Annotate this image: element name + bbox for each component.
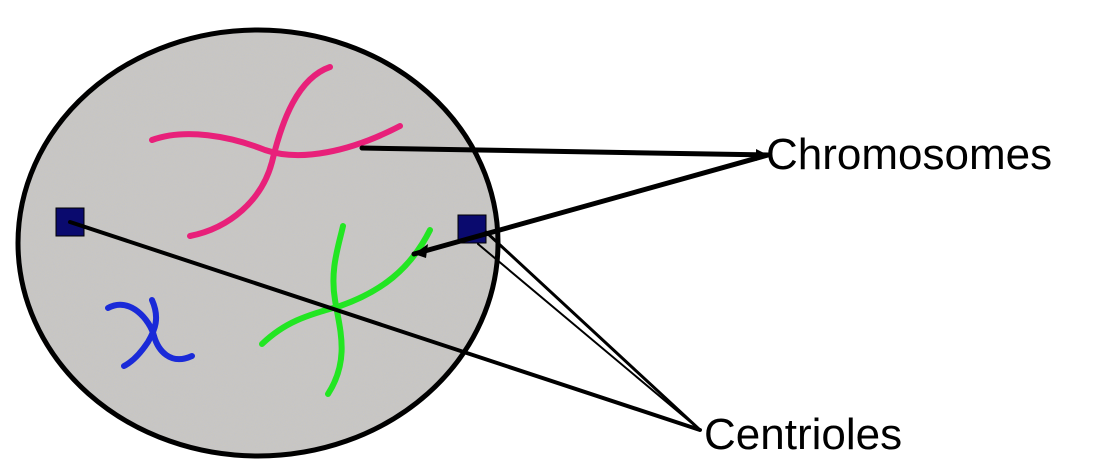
centrioles-label: Centrioles bbox=[704, 413, 902, 457]
pointer-centriole-right bbox=[486, 232, 700, 430]
cell-body bbox=[18, 30, 500, 458]
pointer-centriole-right-secondary bbox=[478, 244, 700, 430]
chromosomes-label: Chromosomes bbox=[766, 133, 1052, 177]
